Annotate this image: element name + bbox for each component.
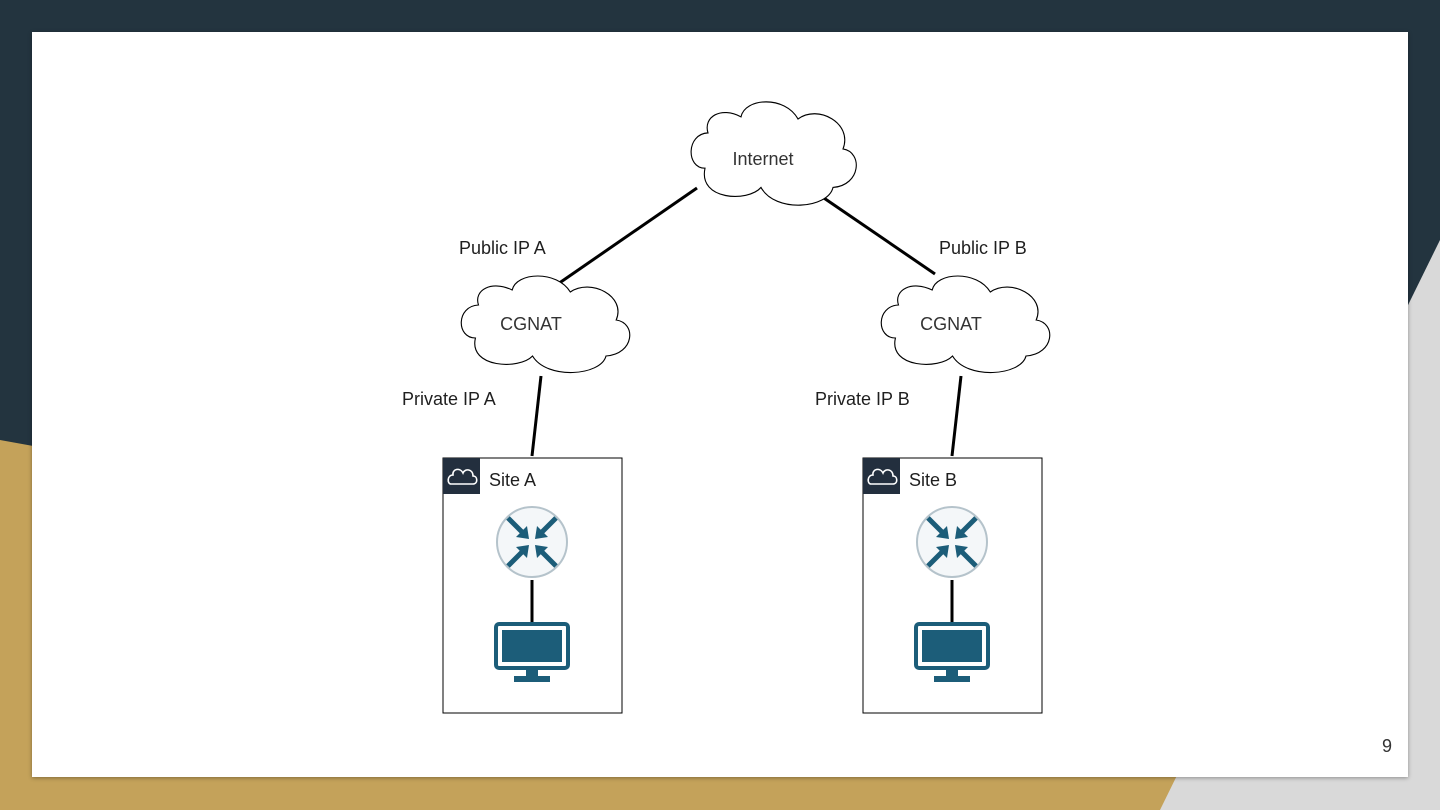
link-internet-cgnat-a <box>554 186 698 288</box>
cloud-icon <box>863 458 900 494</box>
site-b-label: Site B <box>909 470 957 490</box>
internet-label: Internet <box>732 149 793 169</box>
link-cgnat-b-site-b <box>950 375 963 457</box>
router-icon <box>917 507 987 577</box>
cloud-icon <box>443 458 480 494</box>
cgnat-a-label: CGNAT <box>500 314 562 334</box>
router-icon <box>497 507 567 577</box>
private-ip-b-label: Private IP B <box>815 389 910 409</box>
site-a-label: Site A <box>489 470 536 490</box>
cgnat-b-label: CGNAT <box>920 314 982 334</box>
public-ip-b-label: Public IP B <box>939 238 1027 258</box>
site-a-group: Site A <box>442 457 623 714</box>
link-internet-cgnat-b <box>817 192 936 276</box>
link-cgnat-a-site-a <box>530 375 543 457</box>
site-b-group: Site B <box>862 457 1043 714</box>
private-ip-a-label: Private IP A <box>402 389 496 409</box>
slide: Internet CGNAT CGNAT Public IP A Public … <box>32 32 1408 777</box>
network-diagram: Internet CGNAT CGNAT Public IP A Public … <box>402 101 1051 714</box>
page-number: 9 <box>1381 736 1392 756</box>
public-ip-a-label: Public IP A <box>459 238 546 258</box>
